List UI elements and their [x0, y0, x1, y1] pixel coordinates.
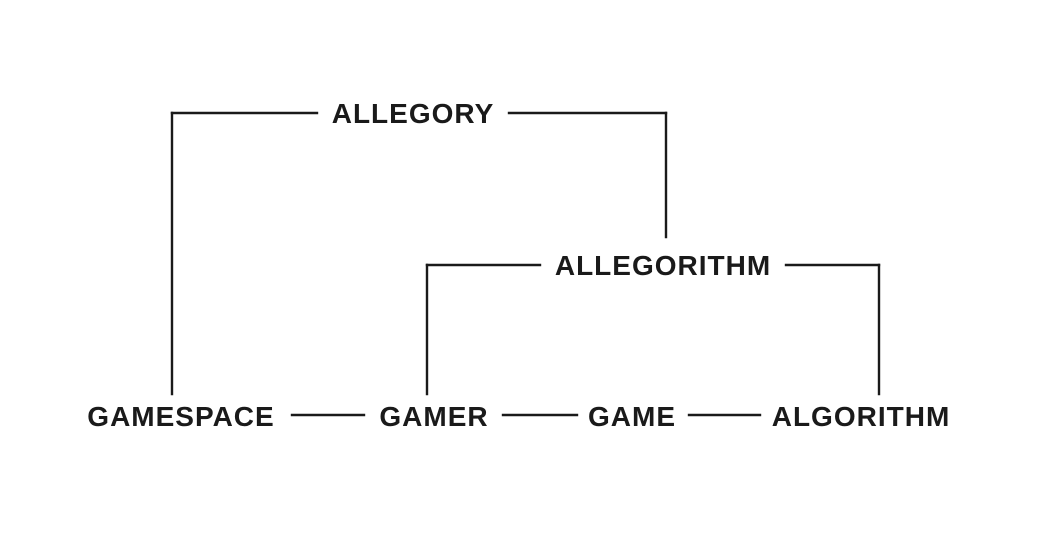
node-allegory: ALLEGORY — [331, 98, 495, 129]
node-algorithm: ALGORITHM — [771, 401, 951, 432]
node-gamer: GAMER — [379, 401, 489, 432]
node-gamespace: GAMESPACE — [87, 401, 275, 432]
node-game: GAME — [588, 401, 676, 432]
node-allegorithm: ALLEGORITHM — [554, 250, 772, 281]
